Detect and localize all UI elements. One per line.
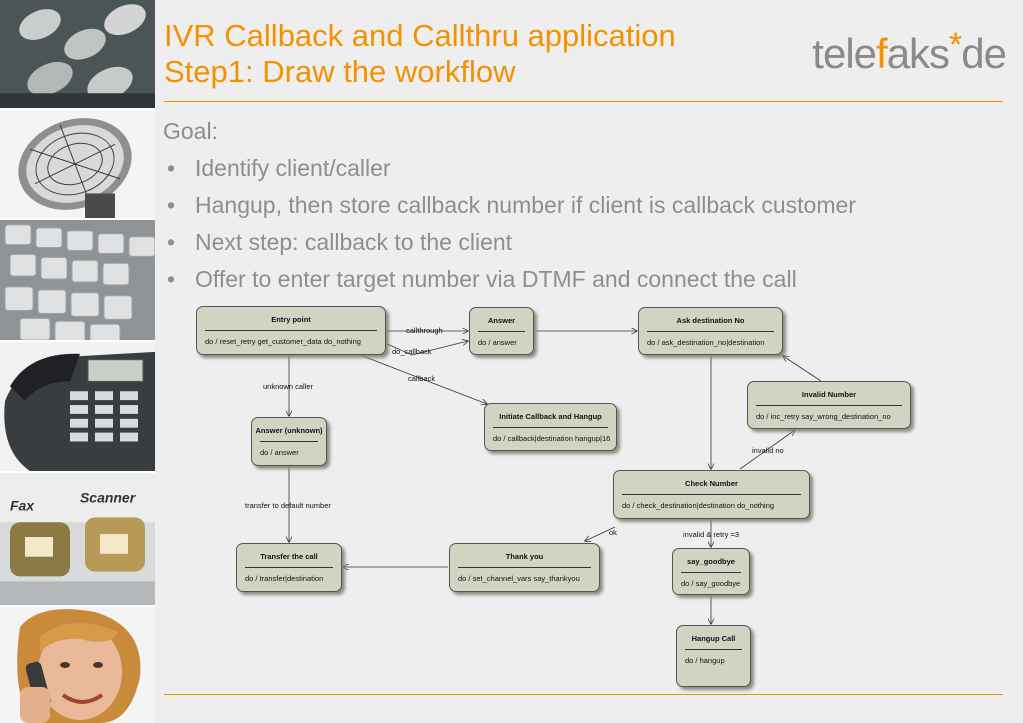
state-entry-point[interactable]: Entry point do / reset_retry get_custome… [196,306,386,355]
state-check-number[interactable]: Check Number do / check_destination|dest… [613,470,810,519]
svg-text:Scanner: Scanner [80,490,137,506]
state-divider [205,330,377,331]
state-action: do / inc_retry say_wrong_destination_no [756,412,891,421]
label-invalid-no: invalid no [752,446,784,455]
title-line-2: Step1: Draw the workflow [164,54,516,89]
keyboard-photo [0,220,155,342]
goal-heading: Goal: [163,118,218,144]
state-name: Check Number [685,479,738,488]
desk-phone-photo [0,342,155,473]
label-ok: ok [609,528,617,537]
state-divider [647,331,774,332]
state-name: say_goodbye [687,557,735,566]
label-do-callback: do_callback [392,347,432,356]
state-divider [756,405,902,406]
state-thank-you[interactable]: Thank you do / set_channel_vars say_than… [449,543,600,592]
photo-strip: Fax Scanner [0,0,155,723]
state-action: do / set_channel_vars say_thankyou [458,574,580,583]
label-invalid-retry: invalid & retry =3 [683,530,740,539]
edge-invalid-ask-dest [783,356,822,382]
state-action: do / transfer|destination [245,574,324,583]
svg-text:Fax: Fax [10,498,35,514]
title-line-1: IVR Callback and Callthru application [164,18,676,53]
label-unknown-caller: unknown caller [263,382,314,391]
state-name: Transfer the call [260,552,318,561]
slide: IVR Callback and Callthru application St… [155,0,1023,723]
woman-on-phone-photo [0,607,155,723]
state-name: Thank you [505,552,544,561]
label-transfer-default: transfer to default number [245,501,331,510]
state-name: Answer [487,316,516,325]
goal-section: Goal: Identify client/caller Hangup, the… [163,113,856,298]
state-answer[interactable]: Answer do / answer [469,307,534,355]
telefaks-logo: telefaks*de [812,26,1007,77]
state-action: do / ask_destination_no|destination [647,338,765,347]
state-invalid-number[interactable]: Invalid Number do / inc_retry say_wrong_… [747,381,911,429]
satellite-dish-photo [0,110,155,220]
state-say-goodbye[interactable]: say_goodbye do / say_goodbye [672,548,750,595]
workflow-arrows [155,0,822,723]
state-transfer-call[interactable]: Transfer the call do / transfer|destinat… [236,543,342,592]
state-divider [685,649,742,650]
state-divider [458,567,591,568]
state-hangup-call[interactable]: Hangup Call do / hangup [676,625,751,687]
state-divider [681,572,741,573]
goal-bullet: Offer to enter target number via DTMF an… [163,261,856,298]
label-callthrough: callthrough [406,326,443,335]
footer-divider [164,694,1003,695]
label-callback: callback [408,374,436,383]
state-divider [493,427,608,428]
state-name: Initiate Callback and Hangup [499,412,602,421]
state-name: Ask destination No [676,316,745,325]
state-name: Entry point [271,315,311,324]
state-name: Answer (unknown) [255,426,323,435]
header-divider [164,101,1003,102]
state-action: do / reset_retry get_customer_data do_no… [205,337,361,346]
state-action: do / say_goodbye [681,579,741,588]
fax-scanner-photo: Fax Scanner [0,473,155,607]
goal-bullet: Next step: callback to the client [163,224,856,261]
state-divider [478,331,525,332]
state-action: do / answer [478,338,517,347]
goal-bullet: Hangup, then store callback number if cl… [163,187,856,224]
state-initiate-callback[interactable]: Initiate Callback and Hangup do / callba… [484,403,617,451]
state-divider [245,567,333,568]
state-action: do / hangup [685,656,725,665]
page-title: IVR Callback and Callthru application St… [164,18,676,90]
state-action: do / check_destination|destination do_no… [622,501,775,510]
phone-keypad-photo [0,0,155,110]
state-action: do / callback|destination hangup|16 [493,434,611,443]
goal-list: Identify client/caller Hangup, then stor… [163,150,856,298]
state-action: do / answer [260,448,299,457]
state-answer-unknown[interactable]: Answer (unknown) do / answer [251,417,327,466]
state-name: Hangup Call [691,634,736,643]
state-name: Invalid Number [801,390,857,399]
goal-bullet: Identify client/caller [163,150,856,187]
state-divider [622,494,801,495]
state-ask-destination[interactable]: Ask destination No do / ask_destination_… [638,307,783,355]
state-divider [260,441,318,442]
